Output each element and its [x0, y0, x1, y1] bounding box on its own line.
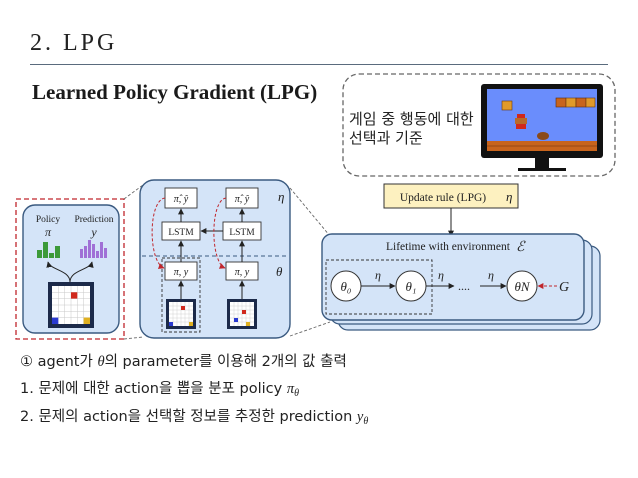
bullet-main-theta: θ — [97, 354, 105, 370]
agent-panel: Policy π Prediction y — [15, 198, 125, 340]
callout-line-1: 게임 중 행동에 대한 — [349, 110, 474, 128]
slide-heading: Learned Policy Gradient (LPG) — [32, 80, 318, 104]
eta-label-2: η — [438, 268, 444, 282]
theta0-label: θ₀ — [341, 279, 352, 294]
title-divider — [30, 64, 608, 65]
policy-label: Policy — [36, 215, 61, 225]
output-label-1: π̂, ŷ — [174, 194, 189, 205]
bullet-policy-symbol: π — [286, 381, 295, 397]
lstm-label-2: LSTM — [229, 228, 255, 238]
theta1-label: θ₁ — [406, 279, 417, 294]
monitor-icon — [481, 84, 603, 171]
input-label-1: π, y — [174, 267, 189, 278]
observation-grid-small-1 — [166, 299, 196, 329]
agent-highlight-frame — [15, 198, 125, 340]
bullet-prediction-symbol: y — [356, 409, 364, 425]
update-rule-eta: η — [506, 189, 512, 204]
lstm-label-1: LSTM — [168, 228, 194, 238]
return-g-label: G — [559, 280, 569, 295]
prediction-distribution-icon — [80, 240, 107, 258]
bullet-main-suffix: 의 parameter를 이용해 2개의 값 출력 — [104, 354, 347, 370]
lstm-theta: θ — [276, 264, 283, 279]
lstm-eta: η — [278, 189, 284, 204]
input-label-2: π, y — [235, 267, 250, 278]
lifetime-label: Lifetime with environment — [386, 241, 511, 253]
prediction-symbol: y — [90, 225, 97, 239]
bullet-prediction-subscript: θ — [363, 416, 369, 427]
lstm-panel: η θ π̂, ŷ LSTM π, y π̂, ŷ LSTM π, y — [139, 179, 291, 339]
observation-grid-large — [48, 282, 94, 328]
bullet-prediction-text: 2. 문제의 action을 선택할 정보를 추정한 prediction — [20, 409, 357, 425]
section-title: 2. LPG — [30, 30, 118, 56]
thetaN-node — [506, 270, 538, 302]
observation-grid-small-2 — [227, 299, 257, 329]
prediction-label: Prediction — [74, 215, 113, 225]
policy-distribution-icon — [37, 242, 60, 258]
bullet-prediction: 2. 문제의 action을 선택할 정보를 추정한 prediction yθ — [20, 405, 368, 427]
update-rule-box: Update rule (LPG) η — [383, 183, 519, 237]
ellipsis: .... — [458, 279, 470, 293]
lifetime-panel: Lifetime with environment ℰ θ₀ η θ₁ η ..… — [321, 233, 601, 331]
bullet-policy-subscript: θ — [294, 388, 300, 399]
bullet-main-prefix: ① agent가 — [20, 354, 98, 370]
thetaN-label: θN — [514, 279, 530, 294]
eta-label-1: η — [375, 268, 381, 282]
eta-label-3: η — [488, 268, 494, 282]
bullet-policy: 1. 문제에 대한 action을 뽑을 분포 policy πθ — [20, 377, 299, 399]
bullet-policy-text: 1. 문제에 대한 action을 뽑을 분포 policy — [20, 381, 287, 397]
policy-symbol: π — [45, 225, 52, 239]
callout-line-2: 선택과 기준 — [349, 129, 423, 147]
output-label-2: π̂, ŷ — [235, 194, 250, 205]
bullet-main: ① agent가 θ의 parameter를 이용해 2개의 값 출력 — [20, 350, 347, 371]
environment-symbol: ℰ — [516, 240, 526, 255]
update-rule-label: Update rule (LPG) — [400, 192, 486, 204]
